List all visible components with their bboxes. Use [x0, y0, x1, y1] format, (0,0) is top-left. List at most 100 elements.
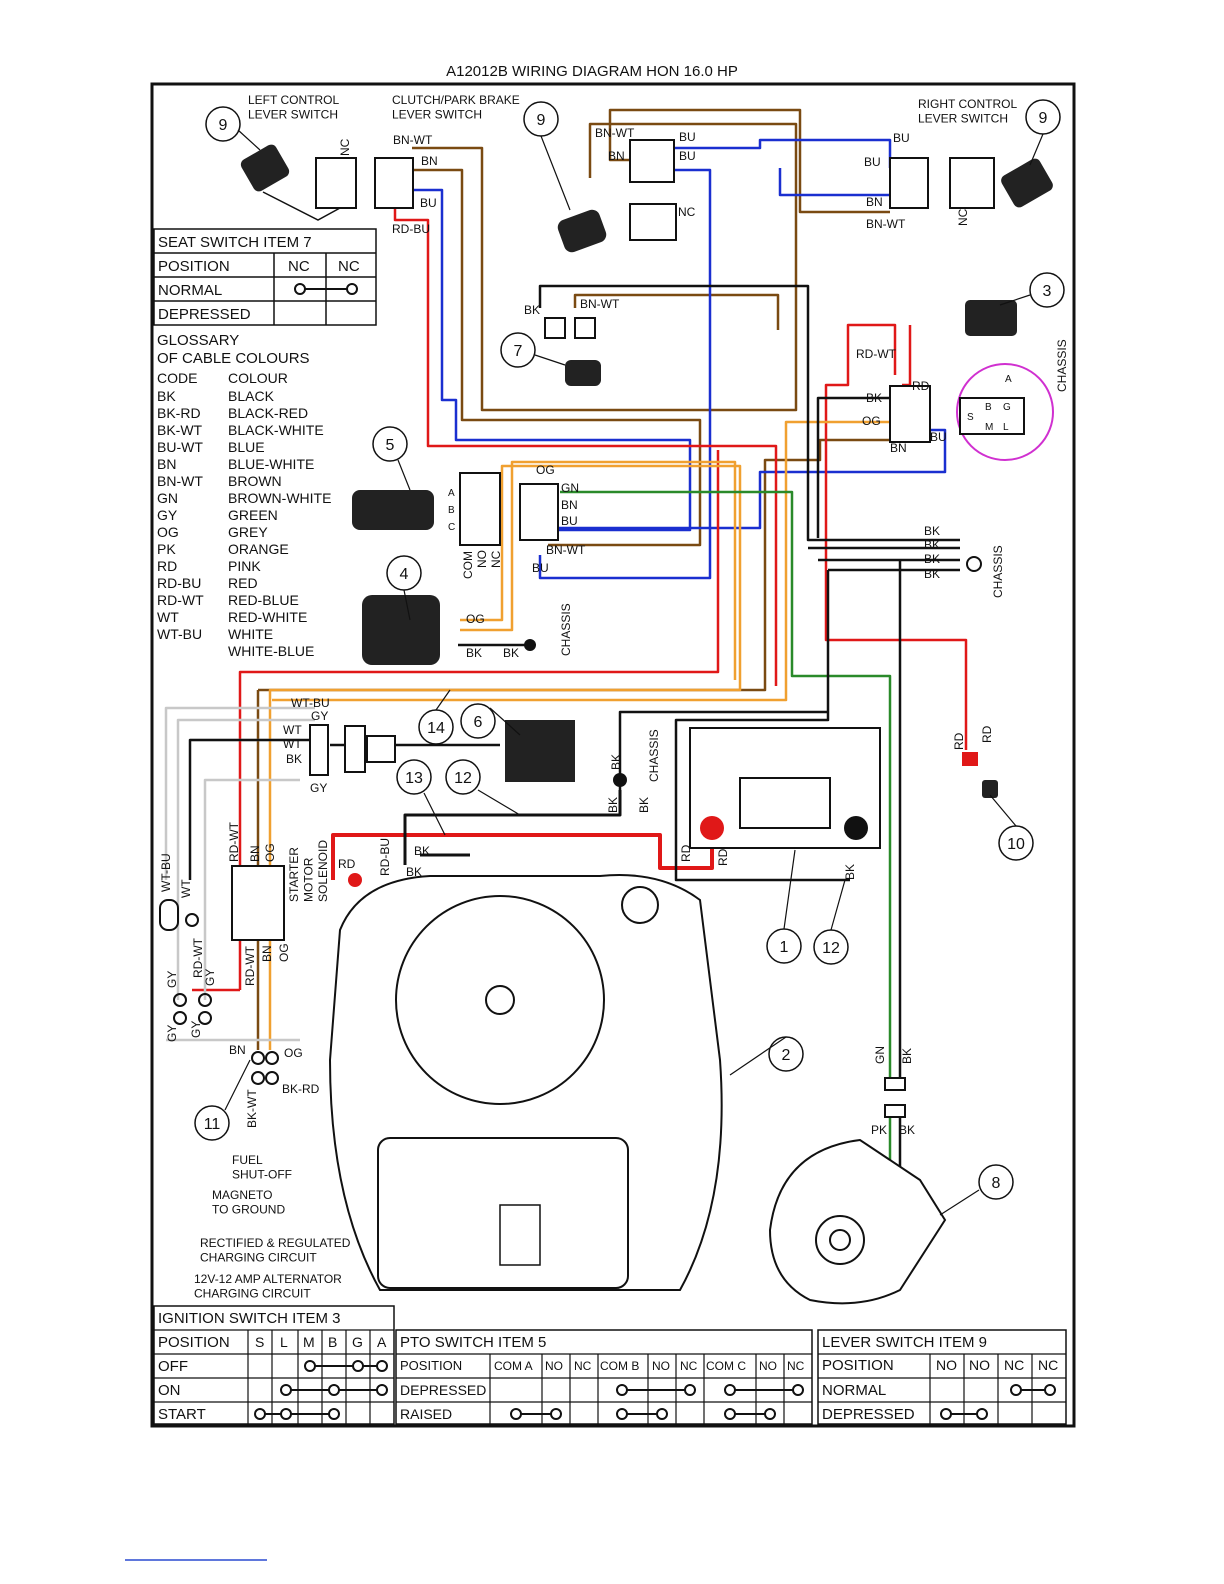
wire-label: RD	[912, 379, 930, 393]
solenoid-terminal	[348, 873, 362, 887]
pto-table-header: NC	[787, 1359, 805, 1373]
red-wire	[902, 325, 912, 387]
fuse-icon	[962, 752, 978, 766]
black-wire	[188, 738, 315, 880]
glossary-colour: BLACK	[228, 388, 275, 404]
callout-number: 5	[386, 437, 395, 454]
chassis-ground-icon	[966, 556, 982, 572]
wire-label: RD	[338, 857, 356, 871]
ignition-table-header: A	[377, 1334, 387, 1350]
wire-label: GY	[165, 1025, 179, 1042]
glossary-code-header: CODE	[157, 370, 197, 386]
callouts	[194, 99, 1065, 1200]
callout-circle	[194, 1105, 230, 1141]
seat-switch	[544, 317, 601, 386]
callout-circle	[445, 759, 481, 795]
glossary-colour: BROWN-WHITE	[228, 490, 331, 506]
ignition-switch-table: IGNITION SWITCH ITEM 3 POSITION S L M B …	[153, 1305, 395, 1425]
wire-label: RD	[716, 848, 730, 866]
wire-label: BK	[609, 754, 623, 770]
wire-label: WT	[283, 737, 302, 751]
wire-label: BK	[524, 303, 540, 317]
glossary-colour: RED	[228, 575, 258, 591]
switch-connector	[629, 203, 677, 241]
pto-table-header: NO	[545, 1359, 563, 1373]
ignition-connector	[959, 397, 1025, 435]
terminal	[159, 899, 179, 931]
glossary-colour: BLACK-RED	[228, 405, 308, 421]
wire-label: BU	[420, 196, 437, 210]
wire-label: BN-WT	[546, 543, 586, 557]
glossary-code: PK	[157, 541, 176, 557]
wire-label: BK	[924, 567, 940, 581]
wire-label: BK	[286, 752, 302, 766]
callout-circle	[372, 426, 408, 462]
wire-label: BN	[890, 441, 907, 455]
glossary-code: RD-WT	[157, 592, 204, 608]
ignition-table-row: START	[158, 1406, 206, 1423]
ignition-table-header: L	[280, 1334, 288, 1350]
flywheel-icon	[395, 895, 605, 1105]
grey-wire	[164, 706, 315, 1000]
chassis-label: CHASSIS	[1055, 339, 1069, 392]
brown-wire	[412, 122, 798, 412]
wire-label: BK	[637, 797, 651, 813]
ignition-switch: A B G S M L	[889, 300, 1054, 461]
chassis-ground-icon	[613, 773, 627, 787]
pto-table-header: COM C	[706, 1359, 746, 1373]
ignition-letter: S	[967, 412, 974, 423]
ignition-letter: M	[985, 422, 993, 433]
pto-table-title: PTO SWITCH ITEM 5	[400, 1334, 546, 1351]
callout-number: 2	[782, 1047, 791, 1064]
orange-wire	[460, 460, 737, 680]
black-wire	[403, 790, 622, 865]
glossary-code: BN	[157, 456, 176, 472]
battery-negative-terminal	[844, 816, 868, 840]
glossary-colour: RED-WHITE	[228, 609, 307, 625]
wire-label: RD-WT	[856, 347, 897, 361]
blue-wire	[548, 428, 947, 530]
wire-label: BK-WT	[245, 1089, 259, 1128]
red-wire	[824, 323, 968, 750]
wire-label: BK	[899, 1123, 915, 1137]
wire-label: BK	[406, 865, 422, 879]
seat-table-header: NC	[338, 258, 360, 275]
wire-label: RD	[952, 732, 966, 750]
wire-label: BK	[924, 552, 940, 566]
glossary-code: OG	[157, 524, 179, 540]
wire-label: BU	[893, 131, 910, 145]
red-wire	[393, 198, 778, 686]
wire-label: BU	[532, 561, 549, 575]
wire-label: OG	[284, 1046, 303, 1060]
wire-label: BK	[924, 538, 940, 552]
wire-label: RD-WT	[191, 937, 205, 978]
starter-solenoid-label: STARTERMOTORSOLENOID	[287, 840, 330, 902]
callout-circle	[205, 106, 241, 142]
callout-number: 6	[474, 714, 483, 731]
wire-label: BN	[229, 1043, 246, 1057]
regulator	[344, 720, 575, 782]
blue-wire	[538, 168, 712, 580]
glossary-colour: WHITE-BLUE	[228, 643, 314, 659]
lever-table-header: NO	[936, 1357, 957, 1373]
callout-number: 14	[427, 720, 445, 737]
wire-label: BN	[866, 195, 883, 209]
seat-switch-table: SEAT SWITCH ITEM 7 POSITION NC NC NORMAL…	[153, 228, 377, 326]
glossary-code: BK-RD	[157, 405, 201, 421]
wire-label: BK	[866, 391, 882, 405]
wire-label: WT	[179, 879, 193, 898]
wire-label: PK	[871, 1123, 887, 1137]
wire-label: BK	[900, 1048, 914, 1064]
glossary-code: BU-WT	[157, 439, 203, 455]
ignition-harness-plug	[889, 385, 931, 443]
seat-table-title: SEAT SWITCH ITEM 7	[158, 234, 312, 251]
ignition-pinout-circle	[956, 363, 1054, 461]
wire-label: BU	[679, 130, 696, 144]
engine	[328, 873, 723, 1291]
red-wire	[331, 833, 714, 880]
wire-label: BK	[503, 646, 519, 660]
